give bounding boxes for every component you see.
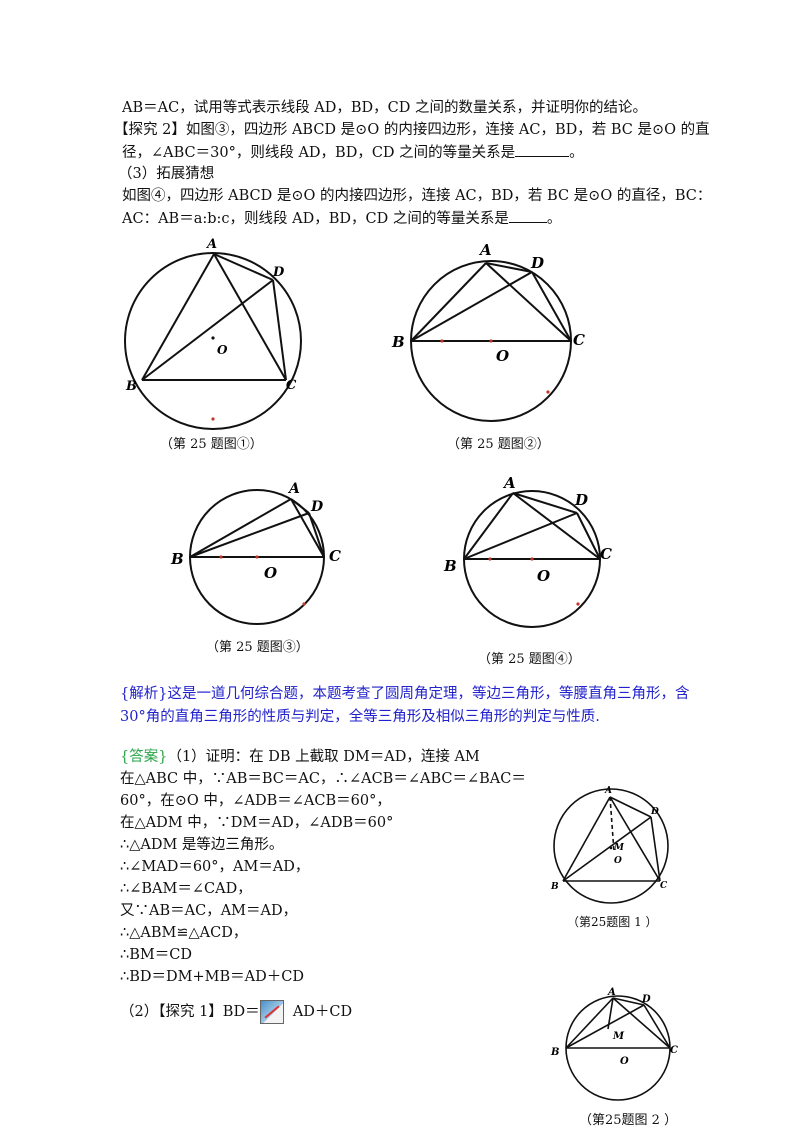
answer-line-7: ∴∠BAM＝∠CAD， [120, 881, 252, 897]
analysis-text-1: 这是一道几何综合题，本题考查了圆周角定理，等边三角形，等腰直角三角形，含 [167, 686, 690, 702]
fig6-label-a: A [607, 987, 616, 998]
problem-line-6: AC：AB＝a:b:c，则线段 AD，BD，CD 之间的等量关系是 。 [122, 208, 561, 229]
fig6-caption: （第25题图 2 ） [579, 1113, 678, 1128]
answer-line-5: ∴△ADM 是等边三角形。 [120, 837, 284, 853]
problem-line-3: 径，∠ABC＝30°，则线段 AD，BD，CD 之间的等量关系是 。 [122, 142, 584, 163]
answer-line-11: ∴BD＝DM+MB＝AD＋CD [120, 969, 304, 985]
fig1-caption: （第 25 题图①） [160, 437, 263, 452]
problem-line-3-text: 径，∠ABC＝30°，则线段 AD，BD，CD 之间的等量关系是 [122, 145, 516, 161]
fig1-label-a: A [205, 237, 217, 252]
fig5-label-m: M [613, 843, 625, 853]
fig1-label-d: D [272, 265, 285, 280]
analysis-line-1: {解析}这是一道几何综合题，本题考查了圆周角定理，等边三角形，等腰直角三角形，含 [120, 684, 689, 704]
fig2-label-d: D [530, 254, 544, 272]
figure-4: A D B C O [443, 474, 612, 628]
answer-line-8: 又∵AB＝AC，AM＝AD， [120, 903, 298, 919]
fig3-label-c: C [329, 547, 341, 565]
analysis-line-2: 30°角的直角三角形的性质与判定，全等三角形及相似三角形的判定与性质. [120, 709, 600, 725]
fig6-label-o: O [620, 1056, 629, 1067]
fig2-label-b: B [391, 333, 405, 351]
problem-line-1: AB＝AC，试用等式表示线段 AD，BD，CD 之间的数量关系，并证明你的结论。 [122, 100, 648, 116]
problem-line-3-end: 。 [569, 145, 584, 161]
fig3-label-a: A [287, 481, 300, 497]
fig6-label-d: D [641, 994, 651, 1005]
answer-line-6: ∴∠MAD＝60°，AM＝AD， [120, 859, 310, 875]
fig6-label-c: C [670, 1045, 678, 1056]
fig6-label-b: B [550, 1047, 559, 1058]
fig5-label-o: O [614, 856, 622, 866]
fig4-label-b: B [443, 557, 457, 575]
section-title-extension: （3）拓展猜想 [118, 166, 215, 182]
answer-line-4: 在△ADM 中，∵DM＝AD，∠ADB＝60° [120, 815, 394, 831]
problem-line-6-end: 。 [546, 211, 562, 227]
fig5-caption: （第25题图 1 ） [567, 915, 658, 929]
fig3-caption: （第 25 题图③） [206, 640, 309, 655]
fig2-label-a: A [478, 241, 492, 259]
problem-line-5: 如图④，四边形 ABCD 是⊙O 的内接四边形，连接 AC，BD，若 BC 是⊙… [122, 188, 712, 204]
fig6-label-m: M [612, 1031, 625, 1042]
fig4-label-d: D [574, 491, 588, 509]
fig5-label-a: A [604, 786, 612, 796]
fig4-label-c: C [600, 545, 612, 563]
figure-2: A D B C O [391, 241, 585, 422]
analysis-tag: {解析} [120, 686, 168, 702]
fig3-label-b: B [170, 550, 184, 568]
answer-part-2: （2）【探究 1】BD＝ AD＋CD [120, 1000, 352, 1024]
answer-blank-1 [515, 142, 570, 157]
part2-prefix: （2）【探究 1】BD＝ [120, 1004, 260, 1020]
answer-text-1: （1）证明：在 DB 上截取 DM＝AD，连接 AM [167, 749, 480, 765]
part2-suffix: AD＋CD [292, 1004, 353, 1020]
answer-tag: {答案} [120, 749, 168, 765]
answer-line-9: ∴△ABM≌△ACD， [120, 925, 248, 941]
answer-line-2: 在△ABC 中，∵AB＝BC＝AC，∴∠ACB＝∠ABC＝∠BAC＝ [120, 771, 526, 787]
fig4-label-a: A [502, 474, 516, 492]
fig5-label-d: D [650, 807, 659, 817]
problem-line-2: 【探究 2】如图③，四边形 ABCD 是⊙O 的内接四边形，连接 AC，BD，若… [114, 122, 710, 138]
formula-image-icon [259, 1000, 284, 1024]
answer-line-10: ∴BM＝CD [120, 947, 192, 963]
answer-line-1: {答案}（1）证明：在 DB 上截取 DM＝AD，连接 AM [120, 747, 480, 767]
answer-line-3: 60°，在⊙O 中，∠ADB＝∠ACB＝60°， [120, 793, 391, 809]
fig3-label-o: O [264, 564, 277, 582]
fig1-label-c: C [286, 378, 297, 393]
problem-line-6-text: AC：AB＝a:b:c，则线段 AD，BD，CD 之间的等量关系是 [122, 211, 509, 227]
fig2-caption: （第 25 题图②） [447, 437, 550, 452]
fig2-label-o: O [496, 347, 509, 365]
figure-answer-2: A D M B C O [550, 987, 678, 1101]
fig5-label-b: B [550, 882, 559, 892]
fig4-caption: （第 25 题图④） [478, 652, 581, 667]
fig1-label-b: B [125, 379, 137, 394]
fig1-label-o: O [217, 343, 228, 357]
figure-answer-1: A D M O B C [550, 786, 669, 904]
fig5-label-c: C [660, 881, 668, 891]
figure-1: A D O B C [124, 237, 302, 430]
figure-3: A D B C O [170, 481, 341, 625]
fig3-label-d: D [310, 499, 324, 515]
fig4-label-o: O [537, 567, 550, 585]
answer-blank-2 [508, 208, 547, 223]
fig2-label-c: C [573, 331, 585, 349]
